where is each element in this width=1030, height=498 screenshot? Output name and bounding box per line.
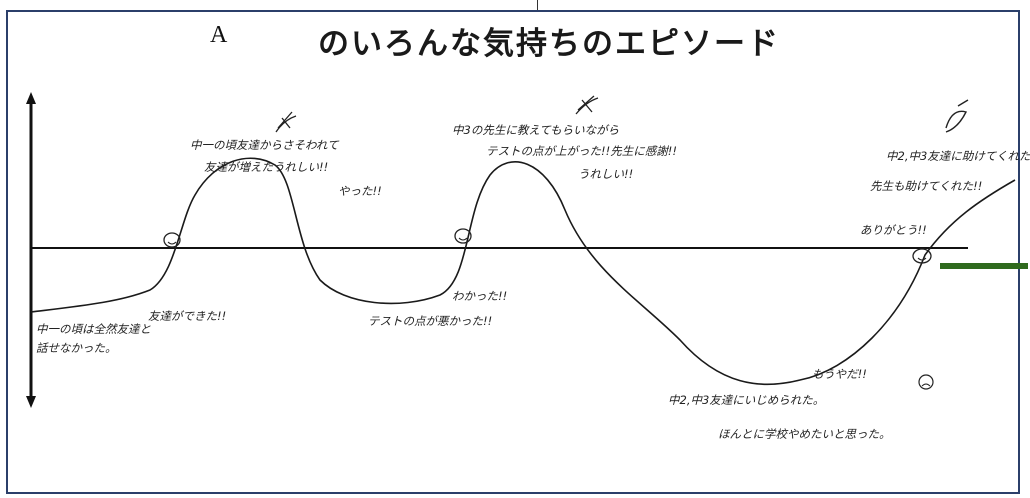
annotation-text: 中一の頃は全然友達と [36,322,151,336]
heart-doodle-icon [575,95,599,115]
green-marker-bar [940,263,1028,269]
annotation-text: テストの点が悪かった!! [368,314,492,328]
section-letter: A [210,22,228,48]
annotations: 中一の頃は全然友達と 話せなかった。 友達ができた!! 中一の頃友達からさそわれ… [36,123,1030,441]
happy-face-icon [163,232,181,248]
annotation-text: 友達が増えたうれしい!! [204,160,328,174]
heart-doodle-icon [945,99,969,133]
annotation-text: やった!! [338,184,382,198]
annotation-text: ほんとに学校やめたいと思った。 [718,427,891,441]
sad-face-icon [918,374,934,390]
annotation-text: 中3の先生に教えてもらいながら [452,123,619,137]
emotion-curve [30,157,1016,386]
heart-doodle-icon [275,111,297,133]
annotation-text: うれしい!! [578,167,633,181]
annotation-text: ありがとう!! [860,223,927,237]
annotation-text: 中2,中3友達に助けてくれた!! [886,149,1030,163]
annotation-text: 友達ができた!! [148,309,226,323]
annotation-text: 中2,中3友達にいじめられた。 [668,393,824,407]
top-divider-tick [537,0,538,11]
annotation-text: 話せなかった。 [36,341,117,355]
page-title: のいろんな気持ちのエピソード [318,26,780,62]
happy-face-icon [454,228,472,244]
happy-face-icon [912,248,932,264]
vertical-axis [26,92,36,408]
annotation-text: 先生も助けてくれた!! [870,179,982,193]
annotation-text: わかった!! [452,289,507,303]
annotation-text: 中一の頃友達からさそわれて [190,138,340,152]
annotation-text: もうやだ!! [812,367,867,381]
annotation-text: テストの点が上がった!!先生に感謝!! [486,144,677,158]
